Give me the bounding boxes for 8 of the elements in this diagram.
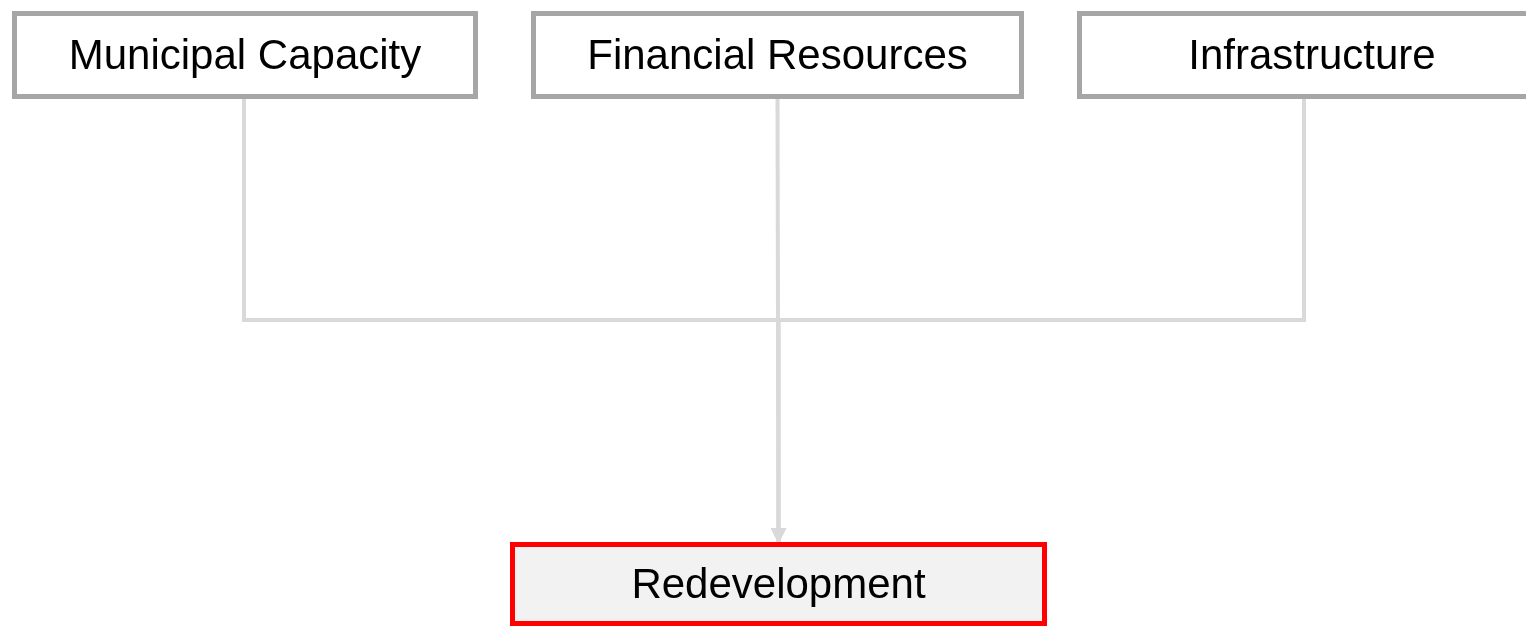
category-box — [531, 11, 1024, 99]
outcome-box — [510, 542, 1047, 626]
box-label: Infrastructure — [1188, 31, 1436, 79]
box-label: Municipal Capacity — [68, 31, 422, 79]
category-box — [12, 11, 478, 99]
box-label: Redevelopment — [631, 560, 926, 608]
category-box — [1077, 11, 1526, 99]
box-label: Financial Resources — [587, 31, 968, 79]
